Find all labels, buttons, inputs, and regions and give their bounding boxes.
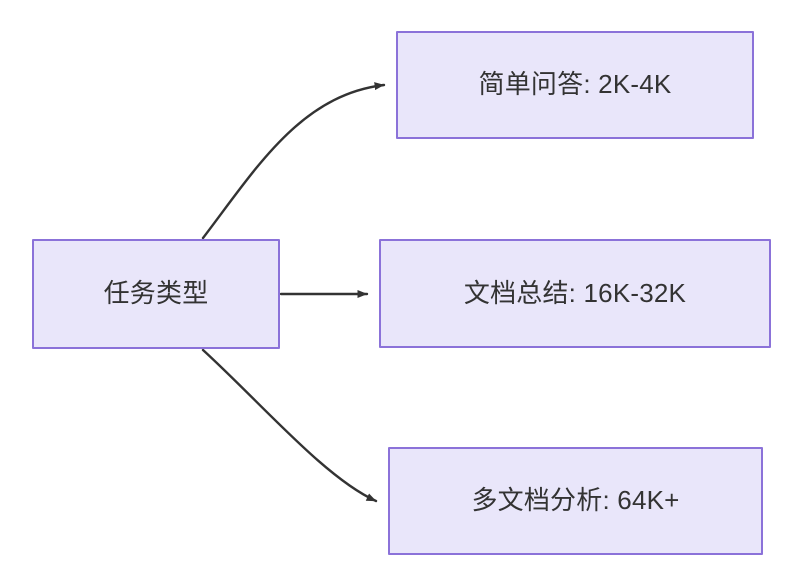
- node-simple-qa[interactable]: 简单问答: 2K-4K: [396, 31, 754, 139]
- edge-root-to-simple-qa: [201, 82, 386, 240]
- node-label: 任务类型: [103, 278, 209, 309]
- node-label: 文档总结: 16K-32K: [463, 277, 687, 308]
- node-multi-doc[interactable]: 多文档分析: 64K+: [388, 447, 763, 555]
- node-doc-summary[interactable]: 文档总结: 16K-32K: [379, 239, 771, 348]
- edge-root-to-multi-doc: [201, 348, 378, 503]
- node-label: 简单问答: 2K-4K: [478, 69, 672, 100]
- node-task-type-root[interactable]: 任务类型: [32, 239, 280, 349]
- node-label: 多文档分析: 64K+: [471, 485, 680, 516]
